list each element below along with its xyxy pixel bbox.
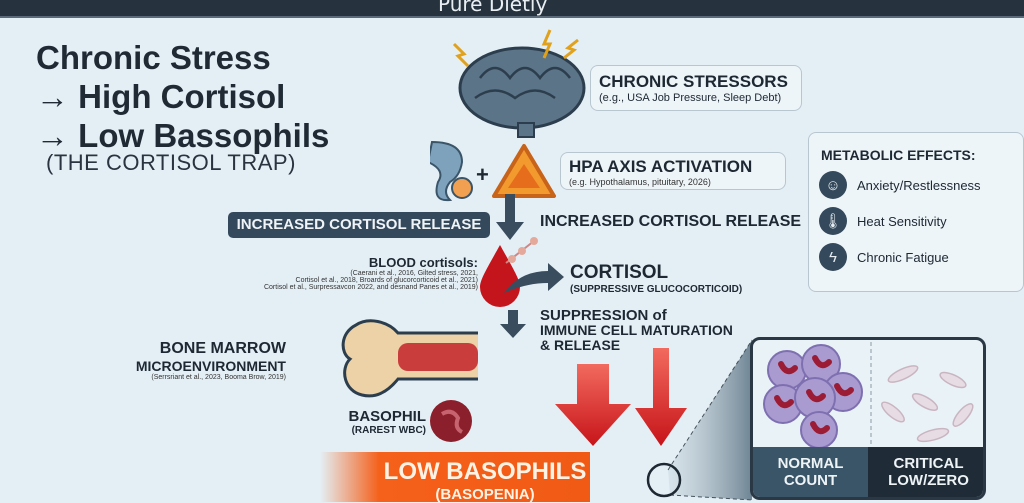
critical-low-label: CRITICAL LOW/ZERO (868, 447, 983, 497)
cortisol-heading: CORTISOL (570, 262, 669, 283)
stressors-detail: (e.g., USA Job Pressure, Sleep Debt) (599, 92, 782, 104)
logo: Pure Dietly (438, 0, 548, 16)
normal-text: NORMAL COUNT (777, 455, 844, 489)
magnify-cone (646, 339, 753, 501)
stressors-heading: CHRONIC STRESSORS (599, 72, 788, 91)
metabolic-label: Chronic Fatigue (857, 249, 949, 265)
hpa-detail: (e.g. Hypothalamus, pituitary, 2026) (569, 177, 711, 187)
lightning-icon (452, 42, 470, 68)
blood-drop-icon (480, 237, 564, 307)
bone-line: BONE MARROW (159, 340, 286, 357)
hpa-box: HPA AXIS ACTIVATION (e.g. Hypothalamus, … (560, 152, 786, 190)
hpa-heading: HPA AXIS ACTIVATION (569, 157, 753, 176)
metabolic-label: Anxiety/Restlessness (857, 177, 981, 193)
brain-icon (452, 29, 586, 138)
basophil-cell-icon (430, 400, 472, 442)
metabolic-item: 🌡 Heat Sensitivity (819, 207, 1023, 235)
basophil-label: BASOPHIL (RAREST WBC) (330, 408, 426, 436)
cells-illustration (763, 342, 974, 450)
comparison-panel: NORMAL COUNT CRITICAL LOW/ZERO (750, 337, 986, 500)
metabolic-label: Heat Sensitivity (857, 213, 947, 229)
normal-count-label: NORMAL COUNT (753, 447, 868, 497)
result-heading: LOW BASOPHILS (383, 458, 587, 485)
head-brain-icon: ☺ (819, 171, 847, 199)
cortisol-label: CORTISOL (SUPPRESSIVE GLUCOCORTICOID) (570, 262, 742, 295)
suppression-line: IMMUNE CELL MATURATION (540, 322, 733, 338)
svg-text:+: + (476, 162, 489, 187)
down-arrow-icon (496, 194, 524, 240)
bone-line: MICROENVIRONMENT (135, 358, 286, 374)
bone-refs: (Serrsriant et al., 2023, Booma Brow, 20… (151, 374, 286, 381)
molecule-icon (505, 237, 538, 264)
metabolic-effects-panel: METABOLIC EFFECTS: ☺ Anxiety/Restlessness… (808, 132, 1024, 292)
basophil-heading: BASOPHIL (348, 408, 426, 425)
suppression-text: SUPPRESSION of IMMUNE CELL MATURATION & … (540, 308, 733, 353)
metabolic-item: ☺ Anxiety/Restlessness (819, 171, 1023, 199)
blood-heading: BLOOD cortisols: (368, 255, 478, 270)
magnifier-circle (646, 462, 682, 498)
red-arrows-icon (555, 348, 687, 446)
blood-cortisols: BLOOD cortisols: (Caerani et al., 2016, … (250, 255, 478, 291)
header-bar (0, 0, 1024, 18)
critical-text: CRITICAL LOW/ZERO (888, 455, 969, 489)
increased-cortisol-pill: INCREASED CORTISOL RELEASE (228, 212, 490, 238)
down-arrow-icon (500, 310, 526, 338)
increased-cortisol-label: INCREASED CORTISOL RELEASE (540, 213, 802, 230)
bone-marrow-label: BONE MARROW MICROENVIRONMENT (Serrsriant… (100, 340, 286, 381)
title-line: Chronic Stress (36, 39, 271, 76)
cortisol-detail: (SUPPRESSIVE GLUCOCORTICOID) (570, 284, 743, 295)
stressors-box: CHRONIC STRESSORS (e.g., USA Job Pressur… (590, 65, 802, 111)
blood-ref: Cortisol et al., 2018, Broards of glucor… (295, 277, 478, 284)
thermometer-icon: 🌡 (819, 207, 847, 235)
lightning-icon: ϟ (819, 243, 847, 271)
metabolic-item: ϟ Chronic Fatigue (819, 243, 1023, 271)
title-line: → High Cortisol (36, 78, 286, 115)
suppression-line: & RELEASE (540, 337, 621, 353)
suppression-line: SUPPRESSION of (540, 307, 667, 324)
title-line: → Low Bassophils (36, 117, 330, 154)
bone-icon (341, 319, 478, 398)
subtitle: (THE CORTISOL TRAP) (46, 150, 296, 175)
blood-ref: (Caerani et al., 2016, Gilted stress, 20… (350, 270, 478, 277)
metabolic-heading: METABOLIC EFFECTS: (821, 147, 976, 163)
result-detail: (BASOPENIA) (435, 486, 535, 503)
hpa-gland-icon: + (430, 140, 556, 202)
low-basophils-banner: LOW BASOPHILS (BASOPENIA) (320, 452, 590, 503)
page-title: Chronic Stress → High Cortisol → Low Bas… (36, 38, 329, 155)
blood-ref: Cortisol et al., Surpressavcon 2022, and… (263, 284, 478, 291)
basophil-detail: (RAREST WBC) (351, 425, 426, 436)
